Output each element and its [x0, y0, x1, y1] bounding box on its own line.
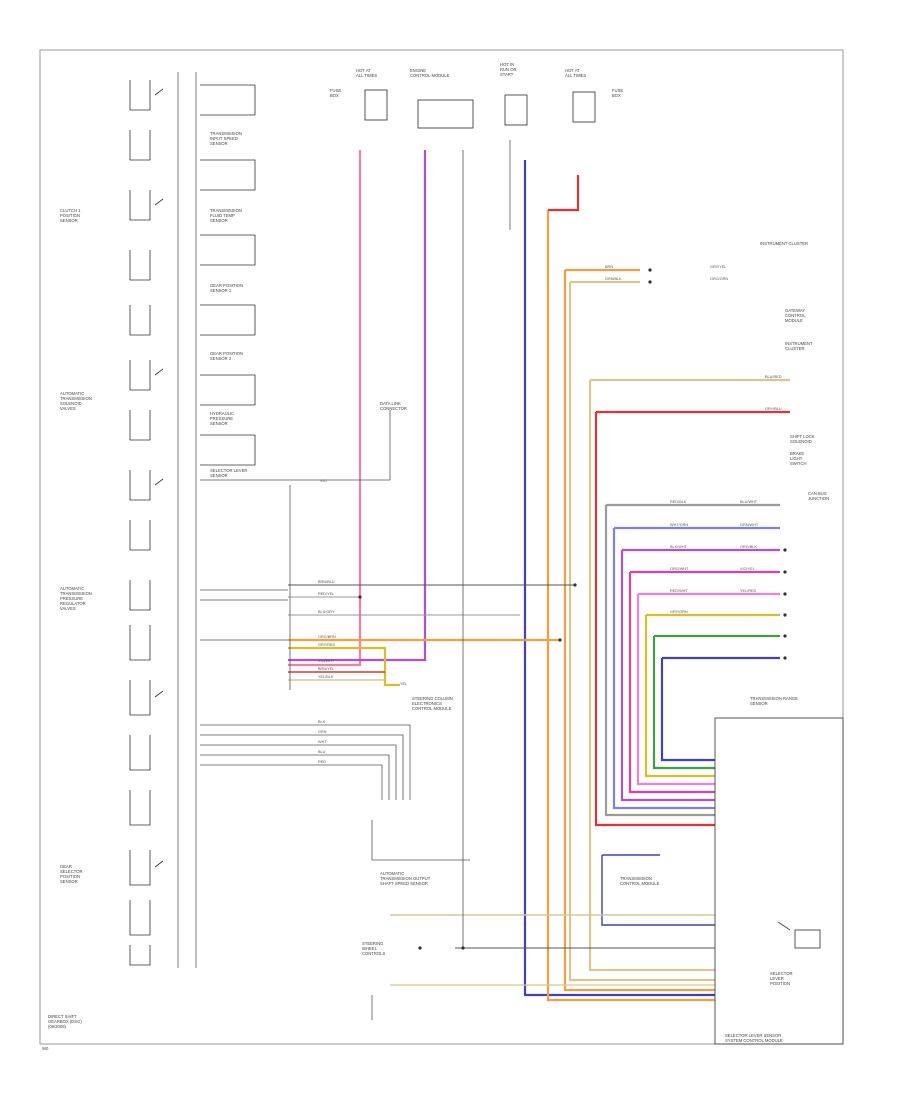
- wire-code-label: BLK/WHT: [670, 545, 688, 549]
- wire-code-label: ORG/WHT: [670, 567, 689, 571]
- wire-code-label: RED/YEL: [318, 592, 334, 596]
- selector-switch-box: [794, 929, 821, 949]
- wire-code-label: GRY/RED: [318, 643, 335, 647]
- wire-code-label: VIO/YEL: [740, 567, 755, 571]
- wire-code-label: BLU: [318, 750, 326, 754]
- engine-control-box: [417, 99, 474, 129]
- wire-code-label: GRN: [318, 730, 327, 734]
- wire-code-label: RED/BLK: [670, 500, 687, 504]
- selector-lever-module-box: [714, 717, 844, 1045]
- selector-switch: [777, 921, 791, 931]
- mid-component-boxes: [200, 84, 256, 466]
- fuse-left-box: [364, 89, 388, 121]
- wire-code-label: WHT: [318, 740, 327, 744]
- wire-code-label: ORG/BLK: [740, 545, 757, 549]
- wire-code-label: BLU/GRY: [318, 610, 335, 614]
- wire-code-label: YEL: [400, 682, 407, 686]
- wire-code-label: BLU/WHT: [740, 500, 758, 504]
- left-harness-lines: [177, 72, 197, 968]
- label-instrument-cluster-top: INSTRUMENT CLUSTER: [760, 241, 808, 246]
- wire-code-label: VIO/WHT: [318, 659, 335, 663]
- wire-code-label: GRN/BLK: [605, 277, 622, 281]
- hot-run-start-box: [504, 94, 528, 126]
- wire-code-label: YEL/BLK: [318, 675, 334, 679]
- colored-wires: [288, 150, 790, 1002]
- connector-dots: [358, 268, 787, 950]
- wire-code-label: BRN/BLU: [318, 580, 335, 584]
- wire-code-label: ORG/GRN: [710, 277, 728, 281]
- wire-code-label: RED: [318, 760, 326, 764]
- wire-code-label: GRN/WHT: [740, 523, 759, 527]
- wire-code-label: ORG/BRN: [318, 635, 336, 639]
- wire-code-label: WHT/GRN: [670, 523, 688, 527]
- wire-code-label: RED/WHT: [670, 589, 688, 593]
- fuse-right-box: [572, 91, 596, 123]
- wire-code-label: BLK: [318, 720, 326, 724]
- wire-code-label: YEL/RED: [740, 589, 757, 593]
- wire-code-label: BRN: [605, 265, 613, 269]
- wire-code-label: BLU/RED: [765, 375, 782, 379]
- wire-code-label: GRY/GRN: [670, 610, 688, 614]
- top-module-boxes: [364, 89, 596, 129]
- left-sensor-switch-stack: [129, 80, 164, 966]
- wire-code-label: VIO: [320, 479, 327, 483]
- corner-code: W0: [42, 1046, 49, 1051]
- right-modules: [714, 717, 844, 1045]
- diagram-frame: [39, 49, 844, 1045]
- wire-label-layer: BRN/BLU RED/YEL BLU/GRY ORG/BRN GRY/RED VIO/W…: [318, 265, 782, 764]
- wire-code-label: GRY/YEL: [710, 265, 726, 269]
- wire-code-label: BRN/YEL: [318, 667, 334, 671]
- wire-code-label: GRY/BLU: [765, 407, 782, 411]
- thin-wires: [200, 140, 511, 1020]
